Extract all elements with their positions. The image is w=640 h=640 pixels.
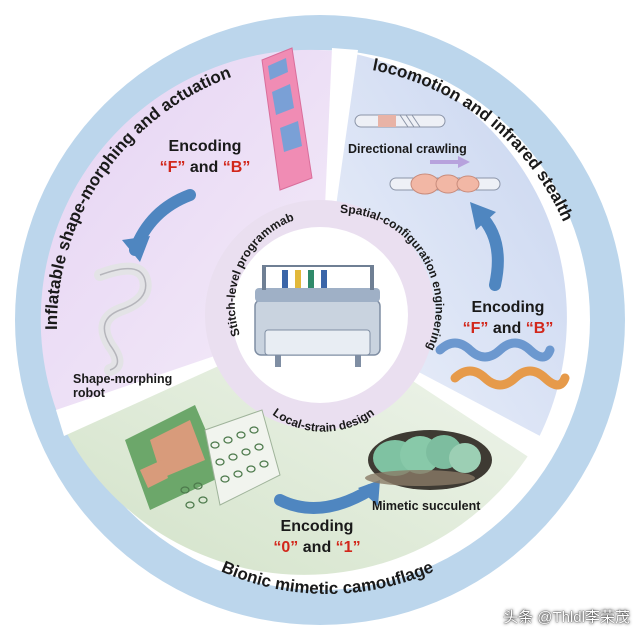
robot-outline-icon: [99, 267, 147, 371]
encoding-label-top: Encoding “F” and “B”: [150, 136, 260, 178]
caption-shape-morphing: Shape-morphing robot: [73, 372, 172, 400]
succulent-image: [365, 430, 492, 490]
encoding-word-right: Encoding: [471, 299, 545, 316]
encoding-codes-right: “F” and “B”: [448, 318, 568, 339]
encoding-word-bottom: Encoding: [280, 518, 354, 535]
and-word-bottom: and: [302, 539, 332, 556]
arrow-left-head-icon: [122, 236, 150, 262]
code-b-right: “B”: [525, 320, 554, 337]
loop-pattern-icon: [180, 426, 269, 509]
arrow-bottom-icon: [274, 484, 376, 514]
encoding-codes-bottom: “0” and “1”: [262, 537, 372, 558]
crawler-top-icon: [354, 114, 446, 128]
arrow-right-head-icon: [470, 202, 496, 230]
code-a-top: “F”: [159, 159, 186, 176]
code-a-right: “F”: [462, 320, 489, 337]
encoding-codes-top: “F” and “B”: [150, 157, 260, 178]
encoding-word-top: Encoding: [168, 138, 242, 155]
caption-shape-morphing-line2: robot: [73, 386, 105, 400]
crawl-arrow-head-icon: [458, 156, 470, 168]
watermark: 头条 @Thldl李荣茂: [503, 609, 630, 626]
and-word-right: and: [492, 320, 522, 337]
and-word-top: and: [189, 159, 219, 176]
encoding-label-bottom: Encoding “0” and “1”: [262, 516, 372, 558]
caption-shape-morphing-line1: Shape-morphing: [73, 372, 173, 386]
pink-strip-icon: [261, 47, 313, 191]
code-a-bottom: “0”: [273, 539, 299, 556]
wave-orange-icon: [450, 366, 570, 390]
caption-directional-crawling: Directional crawling: [348, 142, 467, 156]
encoding-label-right: Encoding “F” and “B”: [448, 297, 568, 339]
knitting-machine-icon: [254, 265, 381, 367]
crawler-bottom-icon: [389, 173, 501, 195]
caption-mimetic-succulent: Mimetic succulent: [372, 499, 481, 513]
code-b-bottom: “1”: [335, 539, 361, 556]
code-b-top: “B”: [222, 159, 251, 176]
arrow-bottom-head-icon: [358, 480, 380, 506]
wave-blue-icon: [435, 338, 555, 362]
